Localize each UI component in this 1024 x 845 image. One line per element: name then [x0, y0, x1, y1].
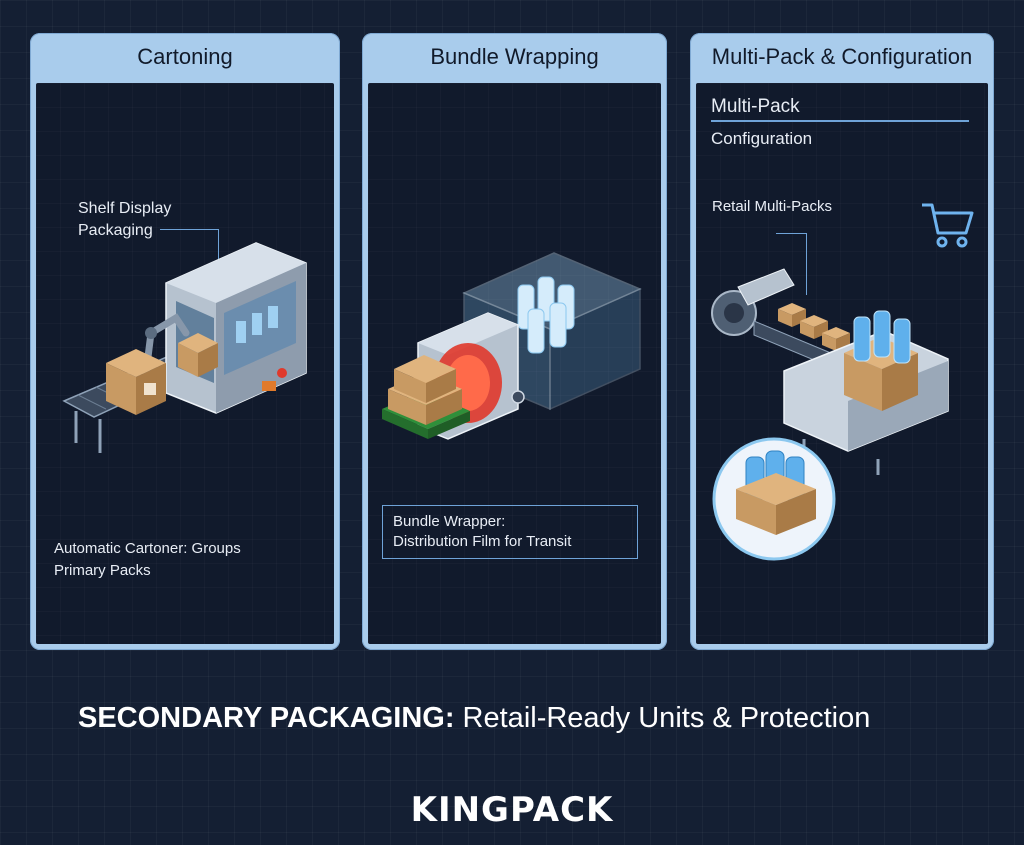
subtitle-multi-pack: Multi-Pack [711, 96, 800, 117]
callout-line [218, 229, 219, 279]
subtitle-configuration: Configuration [711, 129, 813, 148]
panel-multi-pack: Multi-Pack & Configuration Multi-Pack Co… [690, 33, 994, 650]
caption-box-bundle-wrapper: Bundle Wrapper: Distribution Film for Tr… [382, 505, 638, 559]
panel-body: Multi-Pack Configuration Retail Multi-Pa… [696, 83, 988, 644]
footer-title-strong: SECONDARY PACKAGING: [78, 702, 455, 734]
callout-line [160, 229, 218, 230]
panel-title: Multi-Pack & Configuration [711, 44, 973, 69]
panel-cartoning: Cartoning Shelf Display Packaging [30, 33, 340, 650]
cartoner-machine-illustration [62, 242, 307, 453]
caption-bundle-wrapper: Bundle Wrapper: Distribution Film for Tr… [393, 513, 572, 550]
panel-body: Shelf Display Packaging [36, 83, 334, 644]
footer-title: SECONDARY PACKAGING: Retail-Ready Units … [78, 702, 870, 735]
panel-body: Bundle Wrapper: Distribution Film for Tr… [368, 83, 661, 644]
multi-pack-line-illustration [711, 268, 949, 561]
bundle-wrapper-illustration [382, 252, 642, 440]
callout-line [776, 233, 806, 234]
shopping-cart-icon [922, 203, 974, 248]
brand-logo: KINGPACK [410, 790, 614, 830]
callout-retail-multi-packs: Retail Multi-Packs [712, 198, 833, 215]
callout-line [806, 233, 807, 295]
panel-title: Cartoning [137, 44, 233, 69]
panel-title: Bundle Wrapping [430, 44, 599, 69]
subtitle-underline [711, 120, 969, 122]
caption-cartoner: Automatic Cartoner: Groups Primary Packs [54, 540, 241, 579]
panel-bundle-wrapping: Bundle Wrapping [362, 33, 667, 650]
callout-shelf-display: Shelf Display Packaging [78, 200, 172, 239]
footer-title-rest: Retail-Ready Units & Protection [454, 702, 871, 734]
